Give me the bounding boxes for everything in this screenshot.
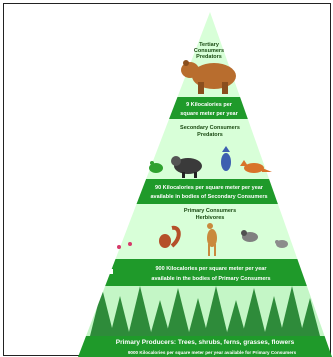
frog-icon — [149, 161, 163, 173]
deer-icon — [207, 223, 217, 256]
primary-consumers-level-bg — [78, 204, 332, 259]
secondary-energy-line2: available in bodies of Secondary Consume… — [150, 194, 267, 200]
blue-jay-icon — [221, 146, 231, 171]
primary-consumers-energy-line1: 900 Kilocalories per square meter per ye… — [156, 266, 268, 272]
bullet-marker — [108, 269, 113, 274]
fox-icon — [240, 160, 272, 173]
primary-consumers-energy-line2: available in the bodies of Primary Consu… — [151, 276, 270, 282]
bird-icon — [241, 230, 258, 242]
tertiary-title: Tertiary — [199, 42, 220, 48]
producers-energy: 9000 Kilocalories per square meter per y… — [128, 350, 297, 355]
secondary-level-bg — [78, 119, 332, 179]
tree-icons — [90, 286, 320, 336]
bear-icon — [181, 60, 236, 94]
tertiary-energy-band — [78, 97, 332, 119]
secondary-title: Secondary Consumers — [180, 125, 240, 131]
tertiary-level-bg — [78, 12, 332, 97]
tertiary-line2: Consumers — [194, 48, 224, 54]
secondary-energy-band — [78, 179, 332, 204]
secondary-energy-line1: 90 Kilocalories per square meter per yea… — [155, 185, 264, 191]
secondary-line2: Predators — [197, 132, 223, 138]
tertiary-energy-line1: 9 Kilocalories per — [186, 102, 233, 108]
tertiary-energy-line2: square meter per year — [180, 111, 238, 117]
primary-consumers-title: Primary Consumers — [184, 208, 236, 214]
producers-title: Primary Producers: Trees, shrubs, ferns,… — [116, 339, 295, 346]
primary-consumers-line2: Herbivores — [196, 215, 225, 221]
tertiary-line3: Predators — [196, 54, 222, 60]
flowers-icon — [117, 242, 132, 249]
squirrel-icon — [159, 225, 181, 248]
primary-consumers-energy-band — [78, 259, 332, 286]
mouse-icon — [275, 240, 288, 248]
producers-energy-band — [78, 336, 332, 357]
raccoon-icon — [171, 156, 202, 178]
